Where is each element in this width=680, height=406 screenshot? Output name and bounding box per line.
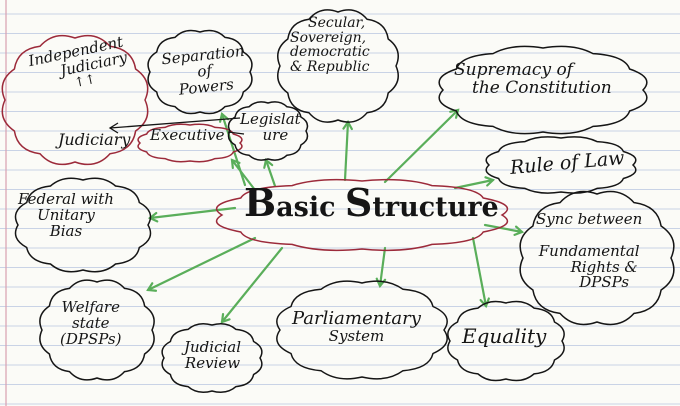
cloud-shapes <box>1 9 675 394</box>
cloud-separation-of-powers <box>147 29 253 115</box>
parliamentary-line1: Parliamentary <box>292 308 421 329</box>
arrow-to-equality <box>471 236 490 309</box>
cloud-secular <box>277 9 399 123</box>
secular-line3: democratic <box>290 44 370 61</box>
legislature-line2: ure <box>262 125 289 144</box>
node-welfare-state: Welfare state (DPSPs) <box>60 298 122 348</box>
cloud-executive <box>137 123 243 163</box>
cloud-federal <box>14 177 152 273</box>
executive-legislature-link <box>227 131 245 135</box>
node-parliamentary-system: Parliamentary System <box>292 308 421 345</box>
node-legislature: Legislat ure <box>240 110 301 144</box>
supremacy-line1: Supremacy of <box>454 60 573 80</box>
secular-line4: & Republic <box>290 59 370 76</box>
welfare-line2: state <box>71 313 110 332</box>
federal-line2: Unitary <box>37 205 95 224</box>
cloud-sync <box>519 190 675 326</box>
center-word-tructure: tructure <box>372 192 499 223</box>
secular-line1: Secular, <box>308 15 366 31</box>
cloud-parliamentary <box>276 280 448 380</box>
federal-line3: Bias <box>49 221 83 240</box>
federal-line1: Federal with <box>18 190 114 208</box>
cloud-basic-structure <box>215 178 509 252</box>
sync-line3: Rights & <box>570 257 638 276</box>
legislature-line1: Legislat <box>240 110 301 128</box>
center-letter-b: B <box>244 180 277 225</box>
sync-line2: Fundamental <box>538 241 640 260</box>
center-letter-s: S <box>344 180 373 225</box>
node-secular-sovereign: Secular, Sovereign, democratic & Republi… <box>290 16 370 75</box>
parliamentary-line2: System <box>328 326 385 345</box>
node-judicial-review: Judicial Review <box>184 338 242 372</box>
cloud-rule-of-law <box>485 136 637 194</box>
node-separation-of-powers: Separation of Powers <box>161 42 249 100</box>
node-executive: Executive <box>150 126 225 144</box>
welfare-line1: Welfare <box>61 298 120 316</box>
center-word-asic: asic <box>276 192 345 223</box>
ruled-lines <box>0 13 680 405</box>
supremacy-line2: the Constitution <box>472 77 612 98</box>
arrow-to-sync <box>483 223 525 236</box>
cloud-welfare <box>39 279 155 381</box>
node-judiciary: Judiciary <box>58 130 131 149</box>
center-basic-structure: Basic Structure <box>244 183 499 223</box>
cloud-supremacy <box>438 45 648 135</box>
sync-line1: Sync between <box>536 210 643 228</box>
arrow-to-rule-of-law <box>453 176 496 190</box>
welfare-line3: (DPSPs) <box>60 329 122 348</box>
node-supremacy: Supremacy of the Constitution <box>448 60 612 98</box>
arrow-to-welfare <box>146 236 257 292</box>
node-equality: Equality <box>462 324 547 348</box>
cloud-equality <box>447 300 565 382</box>
cloud-legislature <box>227 101 309 161</box>
judiciary-link-arrow <box>108 117 241 134</box>
connector-arrows <box>146 108 525 324</box>
node-federal-unitary: Federal with Unitary Bias <box>18 190 114 240</box>
sync-line4: DPSPs <box>579 273 630 292</box>
arrow-to-supremacy <box>383 108 460 184</box>
judicial-review-line1: Judicial <box>184 338 242 356</box>
cloud-judicial-review <box>161 322 263 394</box>
node-sync-fr-dpsp: Sync between Fundamental Rights & DPSPs <box>536 210 643 292</box>
arrow-to-executive <box>230 158 257 192</box>
cloud-independent-judiciary <box>1 34 149 166</box>
secular-line2: Sovereign, <box>290 29 367 46</box>
judicial-review-line2: Review <box>184 353 241 372</box>
arrow-to-judicial-review <box>220 246 284 324</box>
